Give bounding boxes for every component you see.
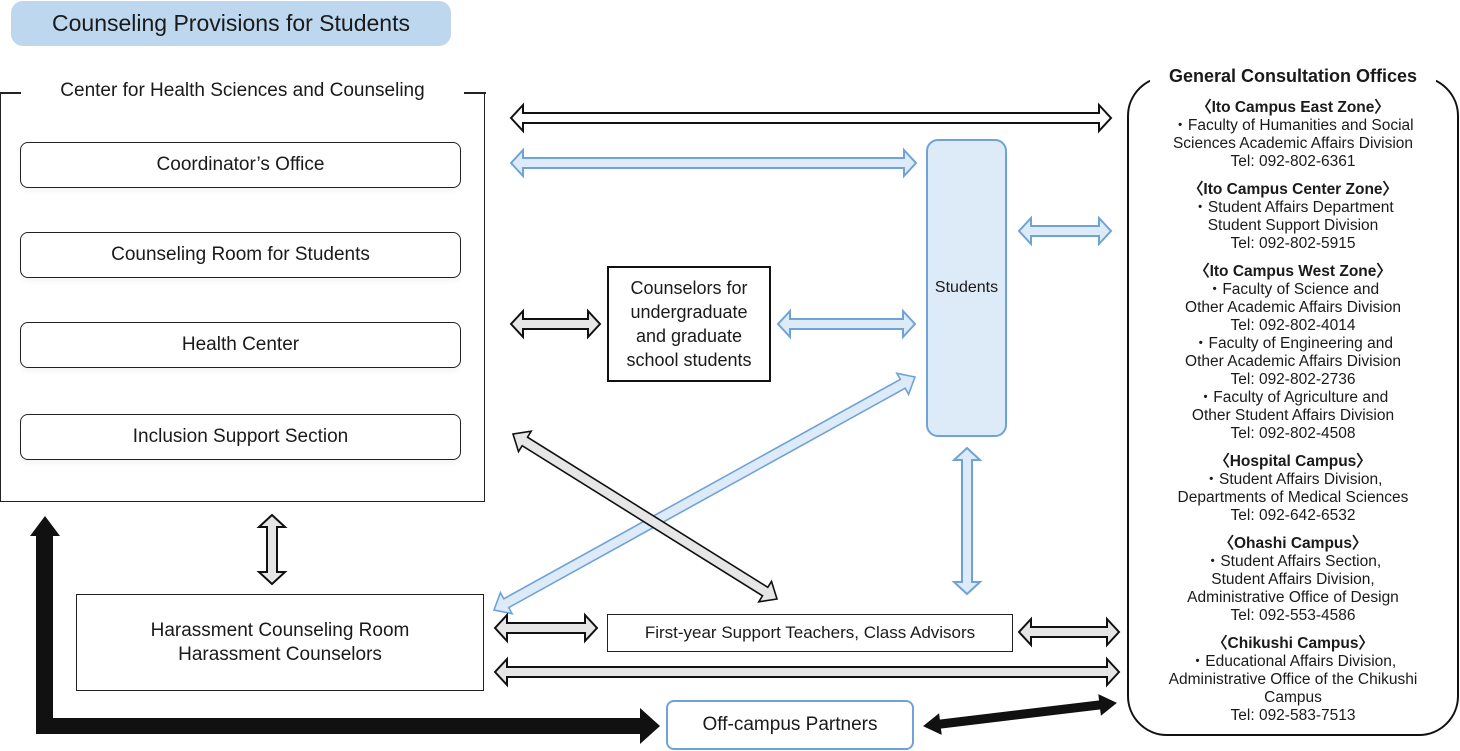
office-section-west: 〈Ito Campus West Zone〉 ・Faculty of Scien… — [1132, 263, 1454, 443]
office-line: Other Academic Affairs Division — [1185, 353, 1401, 370]
students-label: Students — [934, 279, 999, 296]
office-line: Tel: 092-553-4586 — [1230, 607, 1356, 624]
students-to-offices-arrow — [1017, 215, 1113, 247]
firstyear-to-offices-arrow — [1017, 616, 1121, 648]
office-line: Other Academic Affairs Division — [1185, 299, 1401, 316]
office-heading: 〈Ito Campus West Zone〉 — [1194, 263, 1392, 280]
office-line: ・Student Affairs Division, — [1203, 471, 1383, 488]
harassment-box: Harassment Counseling Room Harassment Co… — [76, 594, 484, 691]
office-line: ・Faculty of Engineering and — [1193, 335, 1393, 352]
office-line: Tel: 092-802-6361 — [1230, 153, 1356, 170]
students-box: Students — [926, 139, 1007, 437]
center-to-counselors-arrow — [509, 308, 602, 340]
students-to-harassment-arrow — [492, 372, 917, 615]
office-section-ohashi: 〈Ohashi Campus〉 ・Student Affairs Section… — [1132, 535, 1454, 625]
center-to-harassment-arrow — [256, 513, 288, 586]
counselors-line: and graduate — [635, 326, 743, 346]
office-line: ・Faculty of Science and — [1206, 281, 1380, 298]
harassment-to-firstyear-arrow — [493, 612, 599, 644]
office-heading: 〈Chikushi Campus〉 — [1212, 635, 1374, 652]
health-center-box: Health Center — [20, 322, 461, 368]
counseling-room-box: Counseling Room for Students — [20, 232, 461, 278]
office-section-east: 〈Ito Campus East Zone〉 ・Faculty of Human… — [1132, 99, 1454, 171]
office-line: Campus — [1264, 689, 1322, 706]
general-offices-title: General Consultation Offices — [1150, 66, 1436, 87]
first-year-box: First-year Support Teachers, Class Advis… — [607, 614, 1013, 652]
inclusion-support-box: Inclusion Support Section — [20, 414, 461, 460]
counselors-line: undergraduate — [630, 302, 748, 322]
counselors-to-students-arrow — [776, 308, 917, 340]
offcampus-to-center-arrow — [30, 516, 660, 744]
office-line: Tel: 092-802-2736 — [1230, 371, 1356, 388]
offcampus-to-offices-arrow — [923, 694, 1117, 735]
office-line: Administrative Office of the Chikushi — [1168, 671, 1418, 688]
center-frame-top-right — [464, 92, 486, 94]
office-line: Student Support Division — [1207, 217, 1379, 234]
off-campus-box: Off-campus Partners — [666, 700, 914, 750]
office-heading: 〈Ito Campus Center Zone〉 — [1187, 181, 1399, 198]
center-title: Center for Health Sciences and Counselin… — [30, 80, 455, 102]
coordinators-office-box: Coordinator’s Office — [20, 142, 461, 188]
center-frame — [0, 92, 485, 502]
diagram-title: Counseling Provisions for Students — [11, 1, 451, 46]
office-heading: 〈Ohashi Campus〉 — [1218, 535, 1368, 552]
office-line: Departments of Medical Sciences — [1177, 489, 1409, 506]
center-to-firstyear-arrow — [511, 430, 779, 603]
office-line: Student Affairs Division, — [1211, 571, 1375, 588]
office-line: Tel: 092-802-4014 — [1230, 317, 1356, 334]
office-line: Tel: 092-802-4508 — [1230, 425, 1356, 442]
office-line: Other Student Affairs Division — [1191, 407, 1395, 424]
office-section-center: 〈Ito Campus Center Zone〉 ・Student Affair… — [1132, 181, 1454, 253]
office-line: Sciences Academic Affairs Division — [1172, 135, 1414, 152]
general-offices-list: 〈Ito Campus East Zone〉 ・Faculty of Human… — [1132, 99, 1454, 735]
office-line: ・Student Affairs Section, — [1204, 553, 1382, 570]
harassment-line: Harassment Counseling Room — [150, 619, 410, 641]
center-to-offices-arrow — [509, 102, 1113, 134]
harassment-to-offices-arrow — [493, 656, 1121, 688]
office-line: Tel: 092-802-5915 — [1230, 235, 1356, 252]
counselors-line: Counselors for — [630, 278, 748, 298]
office-section-chikushi: 〈Chikushi Campus〉 ・Educational Affairs D… — [1132, 635, 1454, 725]
counselors-line: school students — [626, 350, 752, 370]
center-frame-top-left — [0, 92, 21, 94]
office-heading: 〈Hospital Campus〉 — [1214, 453, 1372, 470]
students-to-firstyear-arrow — [951, 446, 983, 596]
center-to-students-arrow — [509, 147, 918, 179]
office-line: Tel: 092-583-7513 — [1230, 707, 1356, 724]
harassment-line: Harassment Counselors — [178, 643, 382, 665]
office-line: ・Faculty of Agriculture and — [1197, 389, 1389, 406]
office-line: Tel: 092-642-6532 — [1230, 507, 1356, 524]
office-line: ・Faculty of Humanities and Social — [1172, 117, 1414, 134]
office-line: ・Student Affairs Department — [1192, 199, 1394, 216]
office-line: ・Educational Affairs Division, — [1189, 653, 1397, 670]
office-heading: 〈Ito Campus East Zone〉 — [1196, 99, 1390, 116]
counselors-box: Counselors for undergraduate and graduat… — [607, 266, 771, 382]
office-section-hospital: 〈Hospital Campus〉 ・Student Affairs Divis… — [1132, 453, 1454, 525]
office-line: Administrative Office of Design — [1187, 589, 1399, 606]
